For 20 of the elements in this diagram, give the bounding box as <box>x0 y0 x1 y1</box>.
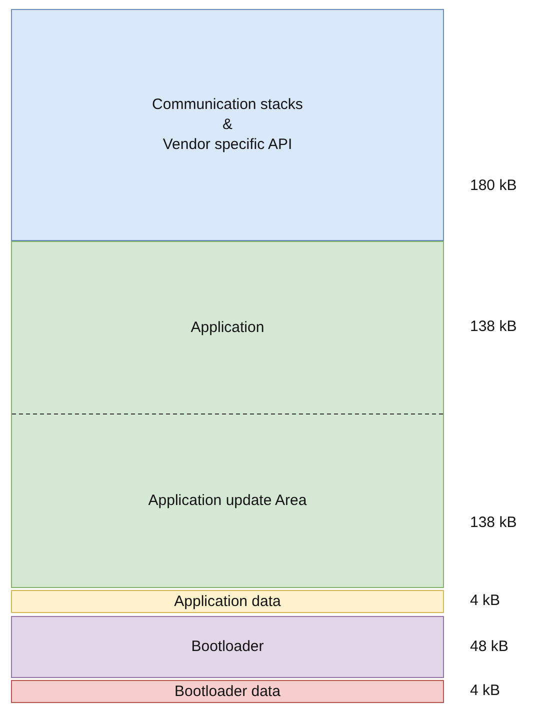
memory-region <box>11 241 444 414</box>
region-label: Bootloader data <box>174 682 280 702</box>
region-label: Application data <box>174 592 281 612</box>
region-label: Bootloader <box>191 637 264 657</box>
size-label: 180 kB <box>470 177 517 195</box>
size-label: 48 kB <box>470 638 508 656</box>
memory-region <box>11 616 444 678</box>
region-label: Vendor specific API <box>162 135 292 155</box>
size-label: 4 kB <box>470 592 500 610</box>
memory-region <box>11 680 444 703</box>
region-label: Application <box>190 318 264 338</box>
region-label: & <box>222 115 232 135</box>
size-label: 4 kB <box>470 682 500 700</box>
region-label: Communication stacks <box>152 95 303 115</box>
region-label: Application update Area <box>148 490 307 510</box>
size-label: 138 kB <box>470 318 517 336</box>
memory-region <box>11 414 444 588</box>
memory-region <box>11 9 444 241</box>
memory-region <box>11 590 444 613</box>
size-label: 138 kB <box>470 514 517 532</box>
